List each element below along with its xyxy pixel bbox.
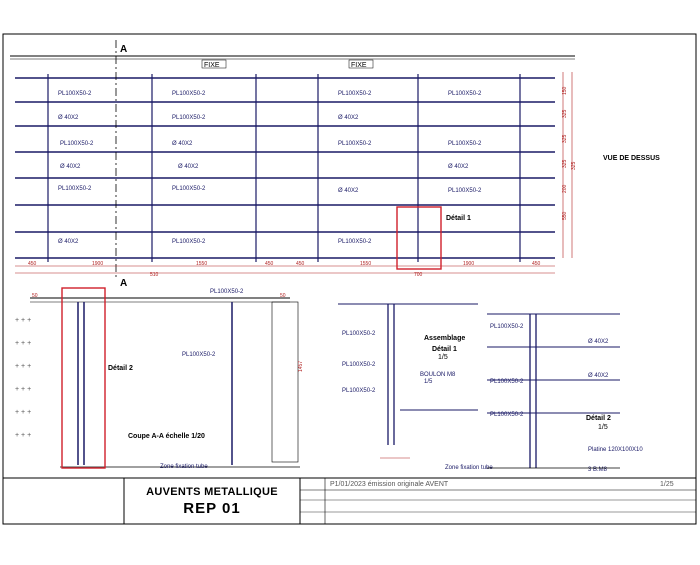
beam-label: PL100X50-2 bbox=[338, 239, 372, 245]
detail1-label: 1/5 bbox=[424, 379, 433, 385]
dim-label: 550 bbox=[562, 211, 568, 220]
section-marker-top: A bbox=[120, 44, 127, 55]
detail2-label: Ø 40X2 bbox=[588, 339, 609, 345]
dim-label: 1900 bbox=[92, 261, 103, 267]
dim-label: 325 bbox=[571, 161, 577, 170]
dim-label: 150 bbox=[562, 86, 568, 95]
beam-label: PL100X50-2 bbox=[448, 91, 482, 97]
detail1-label: BOULON M8 bbox=[420, 372, 456, 378]
svg-text:+ + +: + + + bbox=[15, 317, 31, 324]
beam-label: PL100X50-2 bbox=[172, 115, 206, 121]
detail2-label: PL100X50-2 bbox=[490, 412, 524, 418]
detail1-label: PL100X50-2 bbox=[342, 331, 376, 337]
dim-label: 1550 bbox=[196, 261, 207, 267]
beam-label: PL100X50-2 bbox=[338, 91, 372, 97]
detail1-scale: 1/5 bbox=[438, 354, 448, 361]
revision-scale: 1/25 bbox=[660, 481, 674, 488]
wall-hatch: + + + + + + + + + + + + + + + + + + bbox=[15, 317, 31, 439]
beam-label: PL100X50-2 bbox=[338, 141, 372, 147]
dim-label: 450 bbox=[296, 261, 305, 267]
title-block: AUVENTS METALLIQUE REP 01 bbox=[124, 480, 300, 522]
top-view: A A FIXE FIXE PL100X50-2 PL100X50-2 PL10… bbox=[10, 40, 660, 289]
drawing-reference: REP 01 bbox=[183, 500, 241, 517]
dim-label: 1550 bbox=[360, 261, 371, 267]
detail2-highlight bbox=[61, 287, 106, 469]
beam-label: Ø 40X2 bbox=[338, 188, 359, 194]
beam-label: PL100X50-2 bbox=[172, 186, 206, 192]
dim-label: 325 bbox=[562, 134, 568, 143]
section-marker-bottom: A bbox=[120, 278, 127, 289]
detail2-ref: Détail 2 bbox=[108, 365, 133, 372]
svg-text:+ + +: + + + bbox=[15, 386, 31, 393]
detail1-subtitle: Détail 1 bbox=[432, 346, 457, 353]
beam-label: Ø 40X2 bbox=[178, 164, 199, 170]
project-title: AUVENTS METALLIQUE bbox=[146, 486, 278, 498]
detail2-scale: 1/5 bbox=[598, 424, 608, 431]
section-view: 50 50 PL100X50-2 PL100X50-2 + + + + + + +… bbox=[15, 287, 304, 470]
detail1-label: PL100X50-2 bbox=[342, 388, 376, 394]
dim-label: 50 bbox=[280, 293, 286, 299]
beam-label: PL100X50-2 bbox=[172, 91, 206, 97]
revision-text: P1/01/2023 émission originale AVENT bbox=[330, 481, 449, 488]
beam-label: PL100X50-2 bbox=[58, 91, 92, 97]
beam-label: Ø 40X2 bbox=[172, 141, 193, 147]
dim-label: 50 bbox=[32, 293, 38, 299]
svg-text:+ + +: + + + bbox=[15, 340, 31, 347]
detail1-view: PL100X50-2 PL100X50-2 PL100X50-2 BOULON … bbox=[338, 303, 478, 459]
detail2-label: PL100X50-2 bbox=[490, 379, 524, 385]
sheet-frame bbox=[2, 33, 697, 525]
beam-label: PL100X50-2 bbox=[172, 239, 206, 245]
section-label: Zone fixation tube bbox=[160, 464, 208, 470]
dim-label: 200 bbox=[562, 184, 568, 193]
detail1-highlight bbox=[396, 206, 442, 270]
beam-label: PL100X50-2 bbox=[448, 141, 482, 147]
title-block-frame bbox=[3, 477, 696, 524]
view-title: VUE DE DESSUS bbox=[603, 155, 660, 162]
svg-text:+ + +: + + + bbox=[15, 363, 31, 370]
svg-text:+ + +: + + + bbox=[15, 432, 31, 439]
dim-label: 1457 bbox=[298, 361, 304, 372]
dim-label: 450 bbox=[265, 261, 274, 267]
beam-label: Ø 40X2 bbox=[58, 115, 79, 121]
dim-label: 1900 bbox=[463, 261, 474, 267]
detail2-title: Détail 2 bbox=[586, 415, 611, 422]
detail2-label: Zone fixation tube bbox=[445, 465, 493, 471]
section-label: PL100X50-2 bbox=[182, 352, 216, 358]
dim-label: 700 bbox=[414, 272, 423, 278]
detail1-ref: Détail 1 bbox=[446, 215, 471, 222]
svg-text:+ + +: + + + bbox=[15, 409, 31, 416]
beam-label: PL100X50-2 bbox=[448, 188, 482, 194]
detail2-label: Ø 40X2 bbox=[588, 373, 609, 379]
detail1-title: Assemblage bbox=[424, 335, 465, 342]
beam-label: PL100X50-2 bbox=[58, 186, 92, 192]
beam-label: Ø 40X2 bbox=[338, 115, 359, 121]
dim-label: 450 bbox=[28, 261, 37, 267]
fixed-label-1: FIXE bbox=[204, 62, 220, 69]
section-title: Coupe A-A échelle 1/20 bbox=[128, 433, 205, 440]
dim-label: 450 bbox=[532, 261, 541, 267]
beam-label: Ø 40X2 bbox=[58, 239, 79, 245]
detail2-label: Platine 120X100X10 bbox=[588, 447, 643, 453]
detail1-label: PL100X50-2 bbox=[342, 362, 376, 368]
detail2-label: PL100X50-2 bbox=[490, 324, 524, 330]
dim-label: 325 bbox=[562, 109, 568, 118]
beam-label: PL100X50-2 bbox=[60, 141, 94, 147]
beam-label: Ø 40X2 bbox=[448, 164, 469, 170]
detail2-view: PL100X50-2 PL100X50-2 PL100X50-2 Ø 40X2 … bbox=[445, 313, 643, 473]
dim-label: 510 bbox=[150, 272, 159, 278]
section-label: PL100X50-2 bbox=[210, 289, 244, 295]
dim-label: 325 bbox=[562, 159, 568, 168]
detail2-label: 3 B.M8 bbox=[588, 467, 608, 473]
fixed-label-2: FIXE bbox=[351, 62, 367, 69]
beam-label: Ø 40X2 bbox=[60, 164, 81, 170]
